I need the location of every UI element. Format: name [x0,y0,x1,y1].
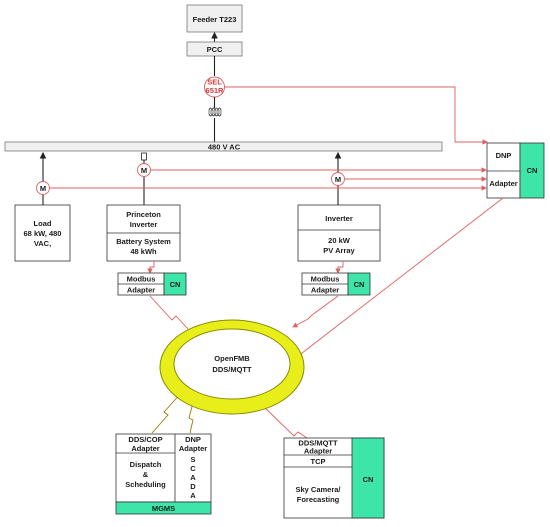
battery-label-1: Battery System [116,237,171,246]
mgms-openfmb-link-1 [151,391,183,434]
dispatch-label-1: Dispatch [130,460,162,469]
relay-dnp-link [225,86,488,145]
pv-label-1: 20 kW [328,236,351,245]
modbus-adapter-1: Modbus Adapter CN [117,272,187,296]
scada-letter-s: S [190,455,195,464]
sky-camera-block: DDS/MQTT Adapter TCP Sky Camera/ Forecas… [283,437,385,519]
princeton-breaker [141,152,147,161]
load-label-1: Load [34,219,52,228]
battery-label-2: 48 kWh [130,247,157,256]
bus-label: 480 V AC [208,143,241,152]
scada-letter-a2: A [190,491,196,500]
dnp-label: DNP [496,151,512,160]
openfmb-bus: OpenFMB DDS/MQTT [159,319,305,415]
sky-label-2: Forecasting [297,495,340,504]
dnp-adapter-label: Adapter [489,179,517,188]
princeton-meter-label: M [141,166,147,175]
scada-letter-a1: A [190,473,196,482]
pv-label-2: PV Array [323,246,355,255]
pv-box: Inverter 20 kW PV Array [297,204,381,262]
modbus2-label: Modbus [311,275,340,284]
modbus1-cn-label: CN [170,280,181,289]
pv-meter-label: M [335,175,341,184]
sel-relay: SEL 651R [204,76,225,98]
modbus1-openfmb-link [149,295,201,343]
dispatch-label-2: & [143,470,149,479]
pv-meter: M [331,172,345,186]
modbus-adapter-2: Modbus Adapter CN [301,272,371,296]
mgms-block: DDS/COP Adapter DNP Adapter Dispatch & S… [115,433,212,515]
openfmb-label-2: DDS/MQTT [212,365,252,374]
modbus2-cn-label: CN [354,280,365,289]
relay-label-2: 651R [206,86,225,95]
transformer-icon [208,107,222,117]
pv-inverter-label: Inverter [325,214,353,223]
load-box: Load 68 kW, 480 VAC, [14,204,71,262]
modbus1-label: Modbus [127,275,156,284]
scada-letter-c: C [190,464,196,473]
princeton-label-2: Inverter [130,220,158,229]
load-meter: M [36,181,50,195]
dnp-cn-label: CN [527,166,538,175]
load-label-3: VAC, [34,239,51,248]
bus-480v: 480 V AC [4,141,443,152]
dds-mqtt-label-2: Adapter [304,447,332,456]
tcp-label: TCP [311,457,326,466]
dds-cop-label-2: Adapter [131,444,159,453]
modbus1-adapter-label: Adapter [127,286,155,295]
pcc-box: PCC [186,41,243,57]
pv-modbus-link [335,261,344,274]
dds-mqtt-label-1: DDS/MQTT [298,439,338,448]
modbus2-adapter-label: Adapter [311,286,339,295]
dnp-openfmb-link [292,197,504,361]
relay-label-1: SEL [207,78,222,87]
princeton-label-1: Princeton [126,210,161,219]
camera-cn-label: CN [363,475,374,484]
pcc-label: PCC [207,45,223,54]
sky-label-1: Sky Camera/ [295,485,341,494]
dispatch-label-3: Scheduling [125,480,166,489]
modbus2-openfmb-link [292,295,339,328]
feeder-box: Feeder T223 [186,4,243,33]
load-meter-label: M [40,184,46,193]
mgms-footer-label: MGMS [152,504,175,513]
scada-letter-d: D [190,482,196,491]
mgms-dnp-label-2: Adapter [179,444,207,453]
princeton-box: Princeton Inverter Battery System 48 kWh [106,204,181,262]
feeder-label: Feeder T223 [193,15,237,24]
dds-cop-label-1: DDS/COP [128,435,162,444]
dnp-adapter-block: DNP Adapter CN [486,142,545,199]
princeton-meter: M [137,163,151,177]
mgms-dnp-label-1: DNP [185,435,201,444]
princeton-modbus-link [147,261,155,274]
load-label-2: 68 kW, 480 [24,229,62,238]
openfmb-label-1: OpenFMB [214,354,250,363]
